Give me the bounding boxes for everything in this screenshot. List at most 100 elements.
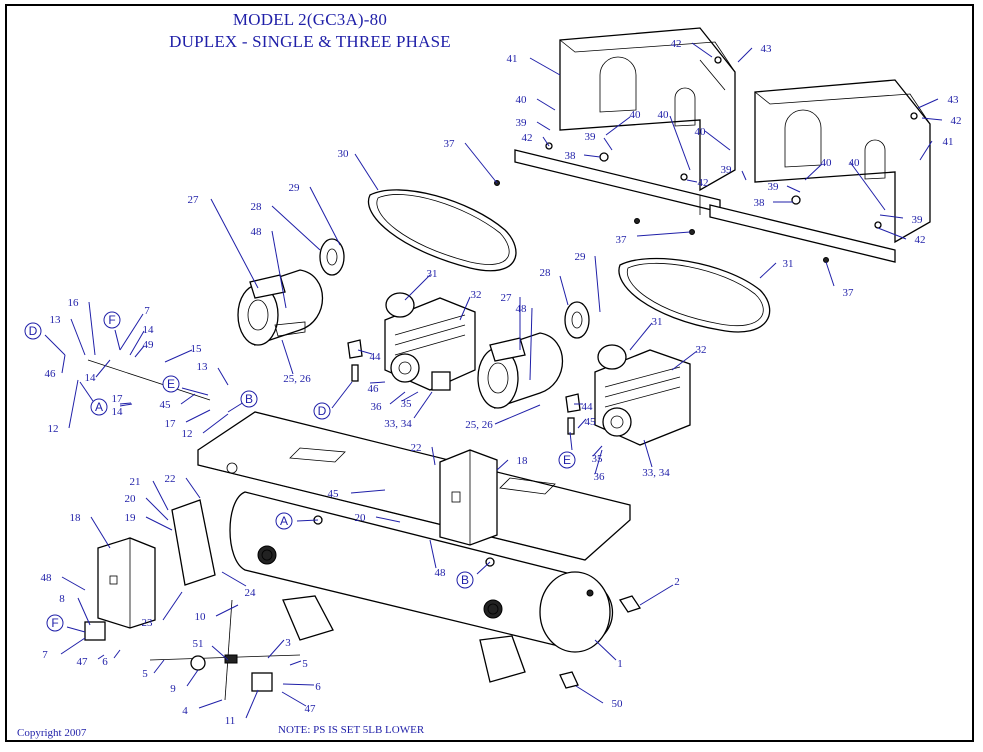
part-callout-label: 28 [540, 267, 552, 279]
connector-leader-line [227, 401, 245, 413]
part-callout-label: 22 [165, 473, 176, 485]
leader-line [919, 140, 933, 161]
part-callout-label: 39 [768, 181, 780, 193]
part-callout-label: 40 [658, 109, 670, 121]
connector-leader-line [66, 626, 86, 633]
part-callout-label: 22 [411, 442, 422, 454]
leader-line [575, 685, 604, 704]
part-callout-label: 40 [849, 157, 861, 169]
part-callout-label: 3 [285, 637, 291, 649]
part-callout-label: 8 [59, 593, 65, 605]
leader-line [542, 136, 550, 147]
connector-letter: F [108, 313, 115, 327]
connector-letter: B [461, 573, 469, 587]
leader-line [825, 261, 835, 287]
part-callout-label: 25, 26 [283, 373, 311, 385]
leader-line [594, 449, 603, 475]
connector-leader-line [476, 561, 491, 575]
leader-line [804, 163, 823, 181]
part-callout-label: 44 [370, 351, 382, 363]
part-callout-label: 40 [821, 157, 833, 169]
part-callout-label: 47 [305, 703, 317, 715]
connector-leader-line [569, 431, 573, 451]
leader-line [271, 230, 287, 309]
leader-line [145, 497, 169, 521]
part-callout-label: 33, 34 [384, 418, 412, 430]
part-callout-label: 35 [401, 398, 413, 410]
part-callout-label: 37 [616, 234, 628, 246]
part-callout-label: 11 [225, 715, 236, 727]
leader-line [95, 359, 111, 378]
leader-line [877, 227, 907, 240]
connector-letter: E [167, 377, 175, 391]
v-belt-left [367, 189, 517, 272]
leader-line [669, 115, 691, 171]
leader-line [88, 301, 96, 356]
leader-line [119, 313, 144, 351]
part-callout-label: 24 [245, 587, 257, 599]
part-callout-label: 18 [517, 455, 529, 467]
part-callout-label: 48 [516, 303, 528, 315]
part-callout-label: 20 [125, 493, 137, 505]
part-callout-label: 4 [182, 705, 188, 717]
part-callout-label: 43 [761, 43, 773, 55]
leader-line [245, 689, 259, 719]
tank-feet [282, 595, 526, 683]
part-callout-label: 7 [42, 649, 48, 661]
part-callout-label: 27 [501, 292, 513, 304]
leader-line [164, 349, 193, 363]
leader-line [737, 47, 753, 63]
leader-line [431, 446, 436, 466]
part-callout-label: 16 [68, 297, 80, 309]
part-callout-label: 36 [594, 471, 606, 483]
leader-line [879, 214, 904, 219]
connector-letter: A [95, 400, 103, 414]
leader-line [152, 480, 169, 511]
part-callout-label: 25, 26 [465, 419, 493, 431]
connector-letter: A [280, 514, 288, 528]
leader-line [357, 349, 373, 355]
part-callout-label: 10 [195, 611, 207, 623]
part-callout-label: 31 [652, 316, 663, 328]
leader-line [686, 179, 698, 183]
leader-line [185, 409, 211, 423]
connector-leader-line [181, 387, 209, 396]
leader-line [691, 42, 713, 58]
connector-letter: B [245, 392, 253, 406]
connector-leader-line [44, 334, 66, 356]
leader-line [629, 322, 653, 351]
leader-line [281, 691, 307, 707]
leader-line [162, 591, 183, 621]
part-callout-label: 37 [444, 138, 456, 150]
part-callout-label: 28 [251, 201, 263, 213]
leader-line [97, 654, 105, 660]
drawing-frame [5, 4, 974, 742]
pressure-switch-enclosure [439, 449, 498, 546]
belt-guard-left [559, 27, 736, 192]
pump-platform [197, 411, 631, 561]
leader-line [741, 170, 747, 181]
connector-circle [558, 451, 576, 469]
leader-line [221, 571, 247, 587]
leader-line [186, 669, 199, 687]
motor-left [237, 269, 323, 346]
belt-guard-right [754, 79, 931, 244]
connector-circle [240, 390, 258, 408]
leader-line [583, 154, 601, 158]
part-callout-label: 12 [182, 428, 193, 440]
leader-line [636, 231, 691, 237]
part-callout-label: 15 [191, 343, 203, 355]
part-callout-label: 37 [843, 287, 855, 299]
leader-line [594, 639, 617, 661]
guard-bracket-right [709, 204, 896, 263]
leader-line [464, 142, 498, 184]
leader-line [639, 584, 674, 606]
leader-line [529, 57, 561, 76]
part-callout-label: 38 [565, 150, 577, 162]
part-callout-label: 32 [471, 289, 482, 301]
part-callout-label: 45 [585, 416, 597, 428]
air-tank [229, 491, 613, 653]
leader-line [77, 597, 91, 626]
leader-lines [44, 42, 943, 719]
